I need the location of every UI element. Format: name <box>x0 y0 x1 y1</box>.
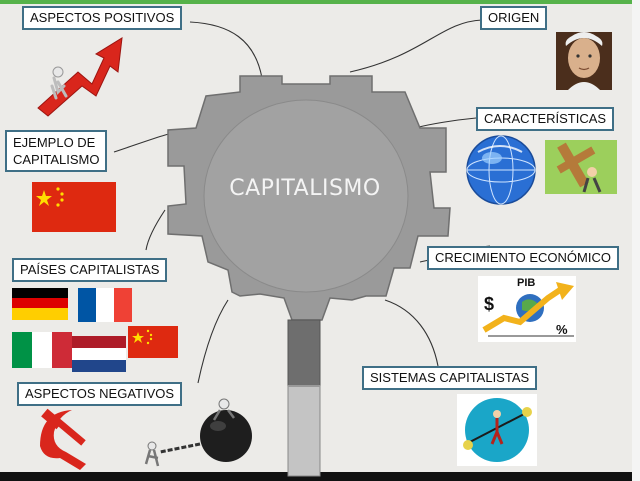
germany-flag <box>12 288 68 320</box>
node-ejemplo-line1: EJEMPLO DE <box>13 134 99 151</box>
italy-flag <box>12 332 72 368</box>
node-ejemplo-line2: CAPITALISMO <box>13 151 99 168</box>
node-sistemas-text: SISTEMAS CAPITALISTAS <box>370 370 529 386</box>
china-flag-small <box>128 326 178 358</box>
node-caracteristicas-text: CARACTERÍSTICAS <box>484 111 606 127</box>
right-edge <box>632 0 640 481</box>
node-origen[interactable]: ORIGEN <box>480 6 547 30</box>
balance-figure-icon <box>457 394 537 466</box>
china-flag <box>32 182 116 232</box>
node-origen-text: ORIGEN <box>488 10 539 26</box>
chart-icon-dollar: $ <box>484 294 494 315</box>
node-aspectos-positivos[interactable]: ASPECTOS POSITIVOS <box>22 6 182 30</box>
node-sistemas[interactable]: SISTEMAS CAPITALISTAS <box>362 366 537 390</box>
node-aspectos-negativos-text: ASPECTOS NEGATIVOS <box>25 386 174 402</box>
node-paises[interactable]: PAÍSES CAPITALISTAS <box>12 258 167 282</box>
node-paises-text: PAÍSES CAPITALISTAS <box>20 262 159 278</box>
node-aspectos-positivos-text: ASPECTOS POSITIVOS <box>30 10 174 26</box>
chart-icon-percent: % <box>556 322 568 337</box>
node-aspectos-negativos[interactable]: ASPECTOS NEGATIVOS <box>17 382 182 406</box>
center-title: CAPITALISMO <box>205 176 405 201</box>
node-caracteristicas[interactable]: CARACTERÍSTICAS <box>476 107 614 131</box>
chart-icon-pib: PIB <box>517 277 535 289</box>
cross-bearer-icon <box>545 140 617 194</box>
node-crecimiento-text: CRECIMIENTO ECONÓMICO <box>435 250 611 266</box>
netherlands-flag <box>72 336 126 372</box>
gear-handle <box>288 320 320 476</box>
node-crecimiento[interactable]: CRECIMIENTO ECONÓMICO <box>427 246 619 270</box>
node-ejemplo[interactable]: EJEMPLO DE CAPITALISMO <box>5 130 107 172</box>
portrait-icon <box>556 32 612 90</box>
globe-icon <box>467 136 535 204</box>
france-flag <box>78 288 132 322</box>
